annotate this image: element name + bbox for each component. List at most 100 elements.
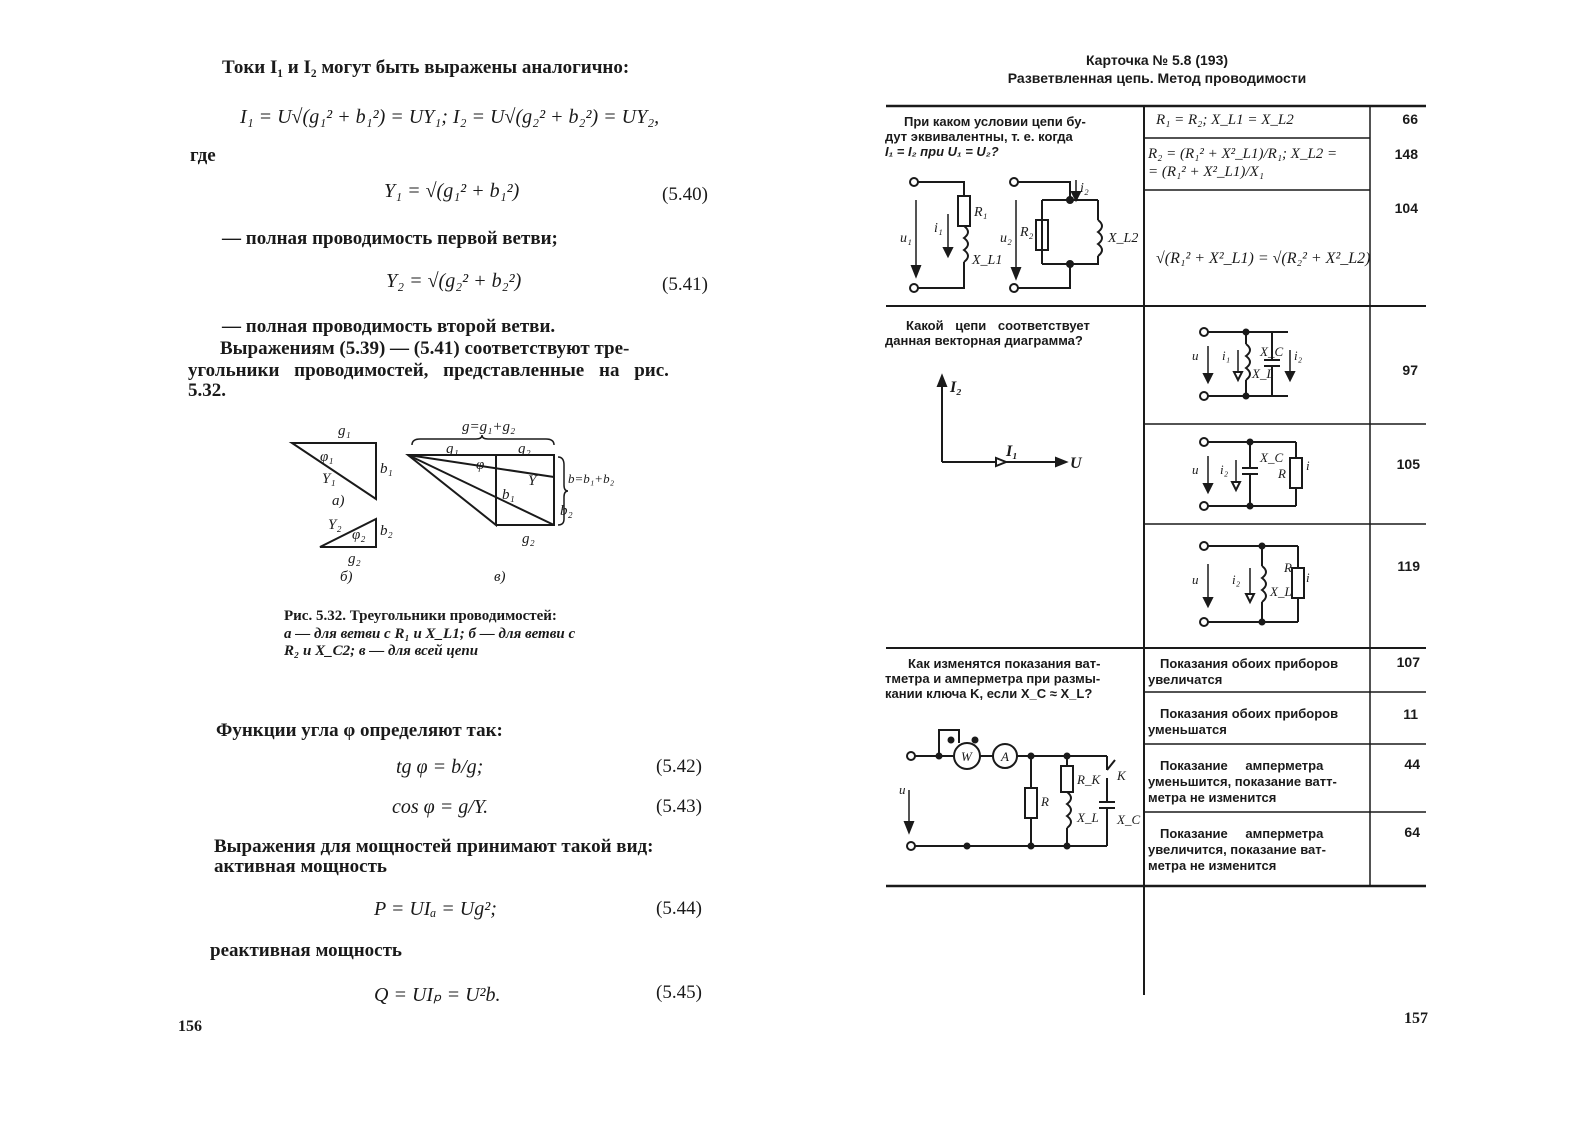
b2-label-i2: i₂ bbox=[1220, 462, 1229, 477]
answer-1-code: 66 bbox=[1402, 111, 1418, 127]
answer-64-line-1: Показание амперметра bbox=[1160, 826, 1324, 841]
where-word: где bbox=[190, 145, 216, 166]
question-3-line-3: кании ключа K, если X_C ≈ X_L? bbox=[885, 686, 1093, 701]
b1-label-i1: i₁ bbox=[1222, 348, 1230, 363]
fig-b2: b₂ bbox=[380, 523, 393, 539]
first-branch-text: — полная проводимость первой ветви; bbox=[222, 228, 558, 249]
answer-44-line-1: Показание амперметра bbox=[1160, 758, 1324, 773]
option-97-code: 97 bbox=[1402, 362, 1418, 378]
fig-g2b: g₂ bbox=[518, 441, 531, 457]
fig-gsum: g=g₁+g₂ bbox=[462, 419, 515, 435]
question-2-line-2: данная векторная диаграмма? bbox=[885, 333, 1083, 348]
b2-label-u: u bbox=[1192, 462, 1199, 477]
equation-5-40: Y₁ = √(g₁² + b₁²) bbox=[384, 180, 520, 202]
answer-2-line-2: = (R₁² + X²_L1)/X₁ bbox=[1148, 164, 1264, 180]
b3-label-i2: i₂ bbox=[1232, 572, 1241, 587]
fig-phi: φ bbox=[476, 457, 484, 473]
equation-number-5-44: (5.44) bbox=[656, 898, 702, 919]
answer-107-line-2: увеличатся bbox=[1148, 672, 1223, 687]
b3-label-r: R bbox=[1283, 560, 1292, 575]
fig-label-a: а) bbox=[332, 493, 345, 509]
fig-g2c: g₂ bbox=[522, 531, 535, 547]
b3-label-i1: i₁ bbox=[1306, 570, 1310, 585]
q3-label-u: u bbox=[899, 782, 906, 797]
circuit-option-97: u i₁ X_L X_C i₂ bbox=[1192, 327, 1303, 401]
answer-107-line-1: Показания обоих приборов bbox=[1160, 656, 1339, 671]
q1-label-i2: i₂ bbox=[1080, 181, 1089, 196]
equation-number-5-41: (5.41) bbox=[662, 274, 708, 295]
answer-3-code: 104 bbox=[1394, 200, 1418, 216]
paragraph-line-1: Выражениям (5.39) — (5.41) соответствуют… bbox=[220, 338, 630, 359]
equation-number-5-40: (5.40) bbox=[662, 184, 708, 205]
b2-label-r: R bbox=[1277, 466, 1286, 481]
fig-y2: Y₂ bbox=[328, 517, 342, 533]
question-2-line-1: Какой цепи соответствует bbox=[906, 318, 1090, 333]
fig-y: Y bbox=[528, 473, 538, 489]
angle-functions-text: Функции угла φ определяют так: bbox=[216, 720, 503, 741]
q1-label-r2: R₂ bbox=[1019, 225, 1034, 240]
fig-phi2: φ₂ bbox=[352, 527, 366, 543]
answer-11-line-2: уменьшатся bbox=[1148, 722, 1227, 737]
q3-label-w: W bbox=[961, 749, 973, 764]
fig-y1: Y₁ bbox=[322, 471, 336, 487]
conductance-triangles-figure: g₁ φ₁ b₁ Y₁ а) Y₂ φ₂ b₂ g₂ б) g=g₁+g₂ g₁… bbox=[288, 419, 615, 585]
equation-5-45: Q = UIₚ = U²b. bbox=[374, 984, 501, 1006]
q1-label-xl1: X_L1 bbox=[971, 253, 1002, 268]
equation-5-42: tg φ = b/g; bbox=[396, 756, 484, 778]
fig-b1b: b₁ bbox=[502, 487, 515, 503]
vector-label-i2: I₂ bbox=[949, 379, 962, 396]
circuit-option-119: u i₂ X_L R i₁ bbox=[1192, 541, 1310, 627]
b1-label-u: u bbox=[1192, 348, 1199, 363]
question-1-line-3: I₁ = I₂ при U₁ = U₂? bbox=[885, 144, 999, 159]
q3-label-xl: X_L bbox=[1076, 810, 1099, 825]
option-105-code: 105 bbox=[1396, 456, 1420, 472]
fig-bsum: b=b₁+b₂ bbox=[568, 471, 615, 486]
answer-11-code: 11 bbox=[1403, 706, 1418, 722]
question-3-line-1: Как изменятся показания ват- bbox=[908, 656, 1101, 671]
equation-number-5-42: (5.42) bbox=[656, 756, 702, 777]
answer-64-line-2: увеличится, показание ват- bbox=[1148, 842, 1326, 857]
fig-b2b: b₂ bbox=[560, 503, 573, 519]
b1-label-i2: i₂ bbox=[1294, 348, 1303, 363]
option-119-code: 119 bbox=[1397, 558, 1420, 574]
q1-label-r1: R₁ bbox=[973, 205, 987, 220]
answer-44-line-3: метра не изменится bbox=[1148, 790, 1277, 805]
equation-number-5-43: (5.43) bbox=[656, 796, 702, 817]
b2-label-i1: i₁ bbox=[1306, 458, 1310, 473]
fig-g1b: g₁ bbox=[446, 441, 459, 457]
figure-caption-line-3: R₂ и X_C2; в — для всей цепи bbox=[284, 643, 479, 659]
q3-label-rk: R_K bbox=[1076, 772, 1101, 787]
page-number-left: 156 bbox=[178, 1018, 202, 1035]
card-table-grid bbox=[886, 104, 1426, 995]
answer-107-code: 107 bbox=[1396, 654, 1420, 670]
answer-64-code: 64 bbox=[1404, 824, 1420, 840]
paragraph-line-3: 5.32. bbox=[188, 380, 226, 401]
b3-label-xl: X_L bbox=[1269, 584, 1292, 599]
q1-label-u1: u₁ bbox=[900, 231, 912, 246]
q1-label-u2: u₂ bbox=[1000, 231, 1012, 246]
answer-44-line-2: уменьшится, показание ватт- bbox=[1148, 774, 1337, 789]
b1-label-xc: X_C bbox=[1259, 344, 1283, 359]
card-title: Карточка № 5.8 (193) bbox=[1085, 52, 1229, 68]
q3-label-a: A bbox=[1000, 749, 1009, 764]
power-text-line-1: Выражения для мощностей принимают такой … bbox=[214, 836, 654, 857]
second-branch-text: — полная проводимость второй ветви. bbox=[222, 316, 556, 337]
fig-label-v: в) bbox=[494, 569, 506, 585]
triangle-a bbox=[288, 442, 377, 501]
question-3-line-2: тметра и амперметра при размы- bbox=[885, 671, 1101, 686]
q1-label-i1: i₁ bbox=[934, 221, 943, 236]
vector-label-u: U bbox=[1070, 455, 1083, 472]
paragraph-line-2: угольники проводимостей, представленные … bbox=[188, 360, 669, 381]
b2-label-xc: X_C bbox=[1259, 450, 1283, 465]
b3-label-u: u bbox=[1192, 572, 1199, 587]
answer-2-line-1: R₂ = (R₁² + X²_L1)/R₁; X_L2 = bbox=[1148, 146, 1338, 162]
fig-g1: g₁ bbox=[338, 423, 351, 439]
answer-3: √(R₁² + X²_L1) = √(R₂² + X²_L2) bbox=[1156, 250, 1371, 267]
page-number-right: 157 bbox=[1404, 1010, 1428, 1027]
reactive-power-text: реактивная мощность bbox=[210, 940, 402, 961]
answer-64-line-3: метра не изменится bbox=[1148, 858, 1277, 873]
fig-b1: b₁ bbox=[380, 461, 393, 477]
equation-5-41: Y₂ = √(g₂² + b₂²) bbox=[386, 270, 522, 292]
equation-5-44: P = UIₐ = Ug²; bbox=[374, 898, 497, 920]
equation-5-43: cos φ = g/Y. bbox=[392, 796, 489, 818]
